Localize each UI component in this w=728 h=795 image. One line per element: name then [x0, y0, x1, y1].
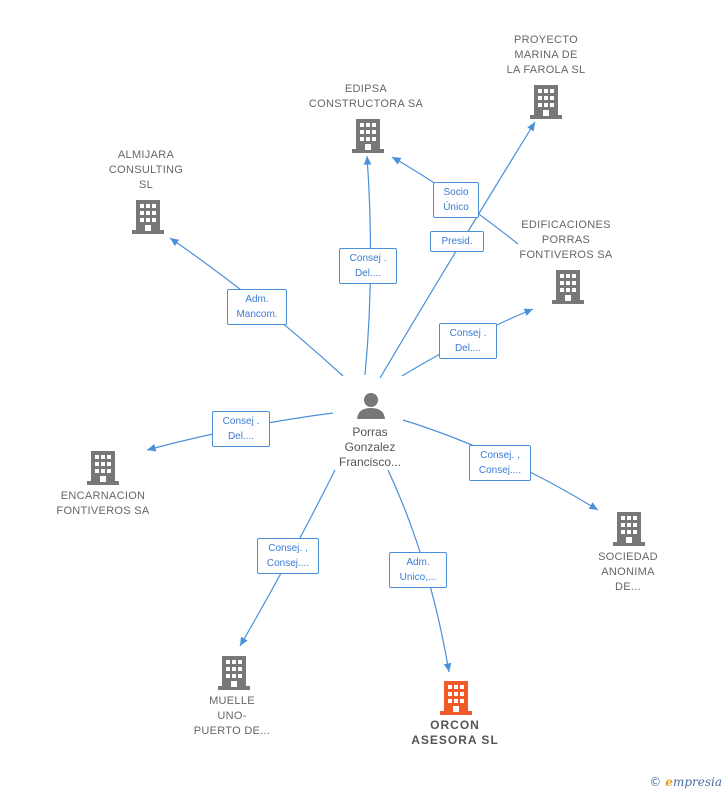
company-name-proyecto[interactable]: PROYECTO MARINA DE LA FAROLA SL	[506, 34, 586, 76]
building-icon[interactable]	[352, 117, 384, 153]
person-name[interactable]: Porras Gonzalez Francisco...	[338, 425, 401, 469]
relation-label-almijara[interactable]: Adm. Mancom.	[227, 289, 287, 325]
relation-label-proyecto[interactable]: Presid.	[430, 231, 484, 252]
company-name-encarnacion[interactable]: ENCARNACION FONTIVEROS SA	[56, 490, 150, 517]
company-name-edipsa[interactable]: EDIPSA CONSTRUCTORA SA	[308, 83, 424, 110]
relation-label-edipsa[interactable]: Consej . Del....	[339, 248, 397, 284]
company-name-sociedad[interactable]: SOCIEDAD ANONIMA DE...	[598, 551, 658, 593]
relation-label-edificaciones[interactable]: Consej . Del....	[439, 323, 497, 359]
company-name-almijara[interactable]: ALMIJARA CONSULTING SL	[108, 149, 184, 191]
building-icon[interactable]	[87, 449, 119, 485]
person-icon[interactable]	[356, 391, 386, 419]
relation-label-muelle[interactable]: Consej. , Consej....	[257, 538, 319, 574]
relation-label-orcon[interactable]: Adm. Unico,...	[389, 552, 447, 588]
building-icon[interactable]	[552, 268, 584, 304]
brand-name: mpresia	[672, 775, 722, 789]
building-icon[interactable]	[613, 510, 645, 546]
building-icon[interactable]	[218, 654, 250, 690]
empresia-watermark: ©empresia	[649, 775, 722, 789]
copyright-symbol: ©	[649, 775, 662, 789]
building-icon-focus[interactable]	[440, 679, 472, 715]
relation-label-socio[interactable]: Socio Único	[433, 182, 479, 218]
building-icon[interactable]	[530, 83, 562, 119]
company-name-orcon[interactable]: ORCON ASESORA SL	[411, 718, 499, 747]
company-name-muelle[interactable]: MUELLE UNO- PUERTO DE...	[193, 695, 271, 737]
company-name-edificaciones[interactable]: EDIFICACIONES PORRAS FONTIVEROS SA	[519, 219, 613, 261]
building-icon[interactable]	[132, 198, 164, 234]
relation-label-sociedad[interactable]: Consej. , Consej....	[469, 445, 531, 481]
relation-label-encarnacion[interactable]: Consej . Del....	[212, 411, 270, 447]
edge-proyecto	[379, 121, 536, 379]
brand-initial: e	[665, 775, 673, 789]
